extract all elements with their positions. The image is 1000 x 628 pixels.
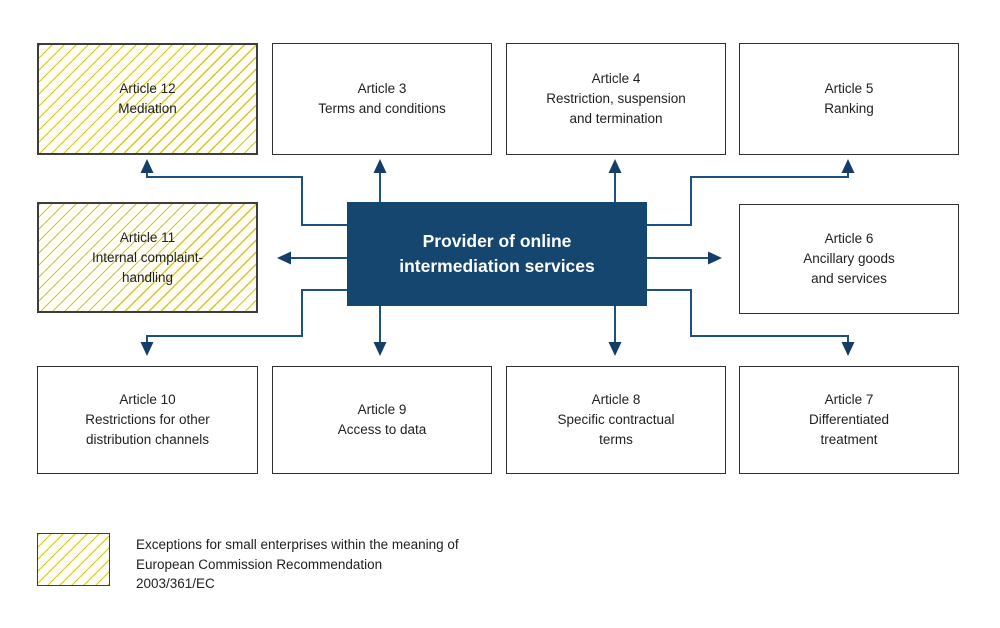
legend-exception-swatch <box>37 533 110 586</box>
box-label-line: Internal complaint- <box>91 249 204 265</box>
box-label-line: Article 4 <box>591 71 641 86</box>
box-article-5: Article 5 Ranking <box>739 43 959 155</box>
arrow-center-to-article-10 <box>140 289 347 356</box>
provider-center-box: Provider of online intermediation servic… <box>347 202 647 306</box>
box-label-line: handling <box>121 269 174 285</box>
arrow-center-to-article-6 <box>647 251 722 265</box>
box-label-line: Article 9 <box>357 402 407 417</box>
box-label-line: Specific contractual <box>557 412 675 427</box>
legend-text-line: Exceptions for small enterprises within … <box>136 537 459 552</box>
box-article-3: Article 3 Terms and conditions <box>272 43 492 155</box>
box-label-line: Ancillary goods <box>803 251 895 266</box>
arrow-center-to-article-12 <box>140 159 347 226</box>
box-label-line: Article 12 <box>119 81 176 96</box>
box-label-line: distribution channels <box>85 432 210 447</box>
provider-label-line: Provider of online <box>422 231 572 251</box>
arrow-center-to-article-3 <box>373 159 387 202</box>
box-label-line: Differentiated <box>808 412 890 427</box>
box-article-10: Article 10 Restrictions for other distri… <box>37 366 258 474</box>
box-label-line: Article 11 <box>119 229 176 245</box>
box-label-line: Article 5 <box>824 81 874 96</box>
box-article-6: Article 6 Ancillary goods and services <box>739 204 959 314</box>
arrow-center-to-article-9 <box>373 306 387 356</box>
box-label-line: Article 10 <box>119 392 176 407</box>
box-label-line: Restrictions for other <box>85 412 210 427</box>
legend-text-line: European Commission Recommendation <box>136 556 383 572</box>
box-article-11: Article 11 Internal complaint- handling <box>37 202 258 313</box>
box-label-line: terms <box>599 432 633 447</box>
box-label-line: Article 3 <box>357 81 407 96</box>
box-article-4: Article 4 Restriction, suspension and te… <box>506 43 726 155</box>
box-article-8: Article 8 Specific contractual terms <box>506 366 726 474</box>
box-article-7: Article 7 Differentiated treatment <box>739 366 959 474</box>
box-label-line: Article 6 <box>824 231 874 246</box>
box-label-line: Ranking <box>824 101 874 116</box>
arrow-center-to-article-4 <box>608 159 622 202</box>
box-label-line: Restriction, suspension <box>546 91 686 106</box>
box-label-line: and termination <box>569 111 663 126</box>
box-label-line: and services <box>811 271 887 286</box>
box-label-line: Access to data <box>337 422 427 437</box>
box-label-line: Mediation <box>118 101 177 116</box>
legend-text-line: 2003/361/EC <box>136 576 215 591</box>
arrow-center-to-article-8 <box>608 306 622 356</box>
box-article-12: Article 12 Mediation <box>37 43 258 155</box>
box-article-9: Article 9 Access to data <box>272 366 492 474</box>
provider-label-line: intermediation services <box>399 256 595 276</box>
box-label-line: Article 8 <box>591 392 641 407</box>
arrow-center-to-article-11 <box>277 251 347 265</box>
box-label-line: Article 7 <box>824 392 874 407</box>
legend-text: Exceptions for small enterprises within … <box>136 535 556 594</box>
box-label-line: Terms and conditions <box>318 101 446 116</box>
box-label-line: treatment <box>820 432 878 447</box>
arrow-center-to-article-5 <box>647 159 855 226</box>
arrow-center-to-article-7 <box>647 289 855 356</box>
